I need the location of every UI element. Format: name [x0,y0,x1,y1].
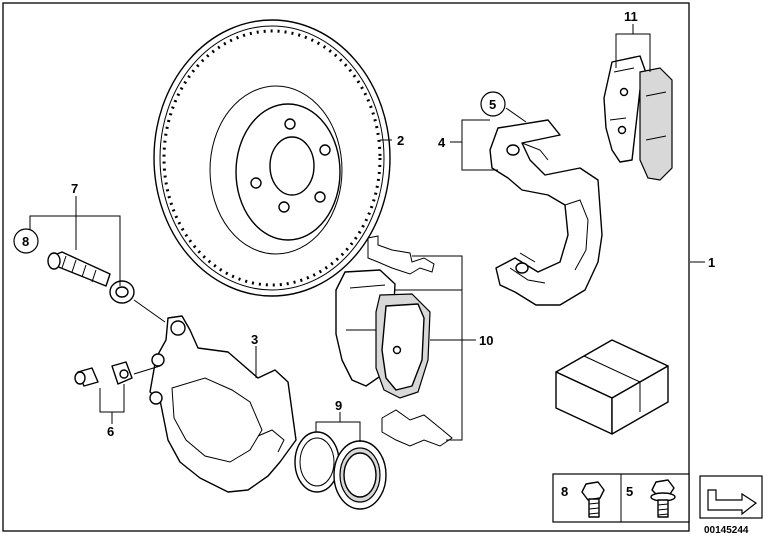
callout-8-circle [13,228,39,254]
document-number: 00145244 [704,525,749,536]
callout-4: 4 [438,135,446,150]
document-number-tile: 00145244 [699,475,763,536]
brake-pad-set-rear[interactable] [603,55,673,181]
fastener-legend: 8 5 [552,473,690,523]
callout-8: 8 [22,234,29,249]
hex-bolt-icon [581,481,605,518]
diagram-frame [2,2,690,532]
legend-item-8-label: 8 [561,484,568,499]
brake-disc[interactable] [153,19,391,297]
callout-5: 5 [489,97,496,112]
repair-kit-box[interactable] [555,339,669,435]
callout-9: 9 [335,398,342,413]
legend-item-5-label: 5 [626,484,633,499]
bleeder-screw-and-cap[interactable] [74,361,133,387]
guide-bolt[interactable] [47,251,135,304]
callout-7: 7 [71,181,78,196]
flange-bolt-icon [650,479,676,518]
brake-caliper[interactable] [149,315,297,493]
brake-pad-set-front[interactable] [335,235,453,447]
caliper-carrier[interactable] [489,119,603,306]
arrow-icon [707,489,758,516]
callout-1: 1 [708,255,715,270]
callout-10: 10 [479,333,493,348]
callout-2: 2 [397,133,404,148]
callout-5-circle [480,91,506,117]
callout-6: 6 [107,424,114,439]
callout-11: 11 [624,9,638,24]
callout-3: 3 [251,332,258,347]
leader-lines [29,24,705,442]
caliper-seal-kit[interactable] [294,431,387,510]
